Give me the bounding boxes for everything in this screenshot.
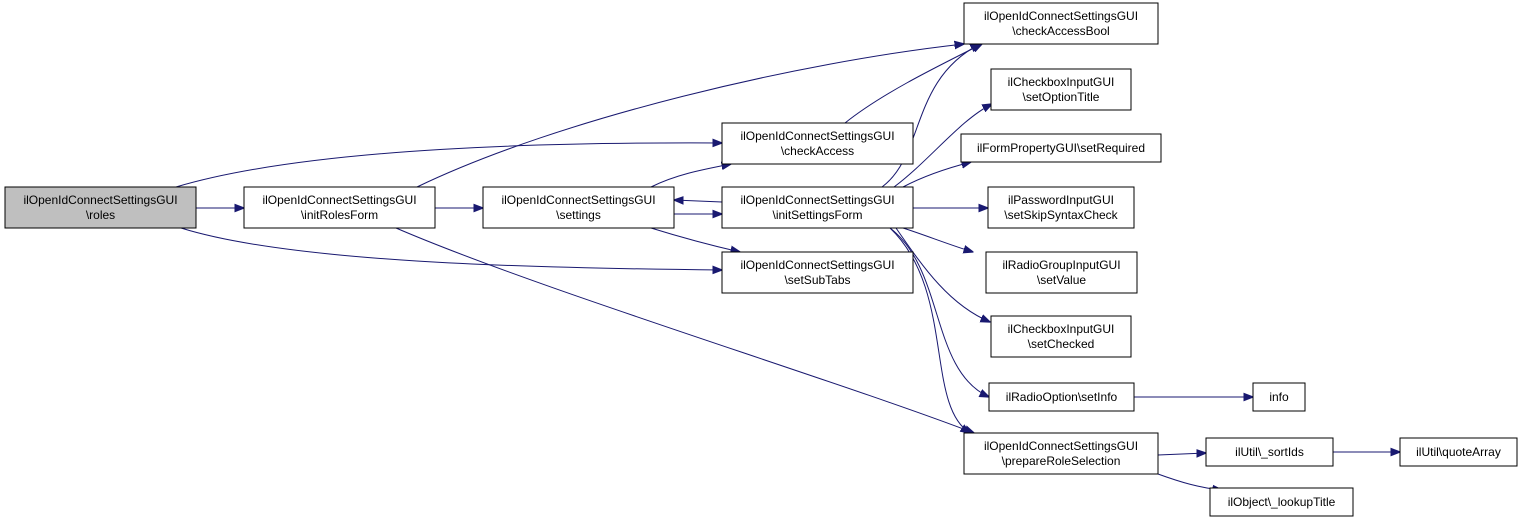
node-setSkipSyntaxCheck[interactable]: ilPasswordInputGUI\setSkipSyntaxCheck [987, 186, 1135, 229]
node-label: ilObject\_lookupTitle [1228, 495, 1336, 509]
node-box [4, 186, 197, 229]
node-label: ilOpenIdConnectSettingsGUI [740, 129, 894, 143]
node-label: \setSubTabs [784, 273, 850, 287]
node-label: ilOpenIdConnectSettingsGUI [501, 193, 655, 207]
node-settings[interactable]: ilOpenIdConnectSettingsGUI\settings [482, 186, 675, 229]
node-label: \setSkipSyntaxCheck [1004, 208, 1118, 222]
node-prepareRoleSelection[interactable]: ilOpenIdConnectSettingsGUI\prepareRoleSe… [963, 432, 1159, 475]
node-label: \prepareRoleSelection [1002, 454, 1121, 468]
node-setOptionTitle[interactable]: ilCheckboxInputGUI\setOptionTitle [990, 68, 1132, 111]
node-lookupTitle[interactable]: ilObject\_lookupTitle [1209, 487, 1354, 517]
edge-settings-to-checkAccess [650, 164, 731, 188]
node-setChecked[interactable]: ilCheckboxInputGUI\setChecked [990, 315, 1132, 358]
node-label: \roles [86, 208, 115, 222]
node-label: \settings [556, 208, 601, 222]
node-label: info [1269, 390, 1289, 404]
node-quoteArray[interactable]: ilUtil\quoteArray [1399, 437, 1518, 467]
node-label: ilOpenIdConnectSettingsGUI [262, 193, 416, 207]
edge-roles-to-checkAccess [175, 143, 722, 188]
node-box [985, 251, 1138, 294]
node-label: ilOpenIdConnectSettingsGUI [23, 193, 177, 207]
node-checkAccess[interactable]: ilOpenIdConnectSettingsGUI\checkAccess [721, 122, 914, 165]
node-label: ilCheckboxInputGUI [1008, 75, 1115, 89]
node-initSettingsForm[interactable]: ilOpenIdConnectSettingsGUI\initSettingsF… [721, 186, 914, 229]
node-box [1399, 437, 1518, 467]
node-label: ilRadioOption\setInfo [1006, 390, 1118, 404]
node-box [988, 382, 1135, 412]
edge-prepareRoleSelection-to-sortIds [1157, 453, 1206, 455]
node-box [990, 315, 1132, 358]
edge-initRolesForm-to-checkAccessBool [416, 44, 964, 188]
node-label: ilUtil\quoteArray [1416, 445, 1501, 459]
node-label: ilUtil\_sortIds [1235, 445, 1304, 459]
edge-initSettingsForm-to-setOptionTitle [893, 104, 992, 188]
node-box [721, 122, 914, 165]
node-setSubTabs[interactable]: ilOpenIdConnectSettingsGUI\setSubTabs [721, 251, 914, 294]
node-box [990, 68, 1132, 111]
node-box [243, 186, 436, 229]
node-label: ilOpenIdConnectSettingsGUI [740, 193, 894, 207]
node-box [721, 186, 914, 229]
edge-roles-to-setSubTabs [180, 227, 722, 270]
node-sortIds[interactable]: ilUtil\_sortIds [1205, 437, 1334, 467]
node-label: ilOpenIdConnectSettingsGUI [984, 439, 1138, 453]
node-setRequired[interactable]: ilFormPropertyGUI\setRequired [960, 133, 1162, 163]
nodes-layer: ilOpenIdConnectSettingsGUI\rolesilOpenId… [4, 2, 1518, 517]
node-label: \setOptionTitle [1023, 90, 1100, 104]
node-checkAccessBool[interactable]: ilOpenIdConnectSettingsGUI\checkAccessBo… [963, 2, 1159, 45]
node-setInfo[interactable]: ilRadioOption\setInfo [988, 382, 1135, 412]
node-label: ilOpenIdConnectSettingsGUI [984, 9, 1138, 23]
node-label: \initSettingsForm [772, 208, 862, 222]
node-label: ilRadioGroupInputGUI [1002, 258, 1120, 272]
edge-checkAccess-to-checkAccessBool [844, 44, 982, 124]
node-box [960, 133, 1162, 163]
node-label: \checkAccessBool [1012, 24, 1109, 38]
node-label: ilPasswordInputGUI [1008, 193, 1114, 207]
node-box [963, 2, 1159, 45]
node-initRolesForm[interactable]: ilOpenIdConnectSettingsGUI\initRolesForm [243, 186, 436, 229]
node-roles[interactable]: ilOpenIdConnectSettingsGUI\roles [4, 186, 197, 229]
edge-initSettingsForm-to-setChecked [895, 227, 990, 322]
edge-initRolesForm-to-prepareRoleSelection [395, 227, 974, 433]
node-box [482, 186, 675, 229]
node-box [721, 251, 914, 294]
node-label: ilCheckboxInputGUI [1008, 322, 1115, 336]
node-label: \setChecked [1028, 337, 1095, 351]
edge-initSettingsForm-to-setValue [902, 227, 973, 252]
node-label: \checkAccess [781, 144, 854, 158]
edges-layer [175, 44, 1400, 490]
edge-initSettingsForm-to-checkAccessBool [881, 44, 980, 188]
node-label: ilOpenIdConnectSettingsGUI [740, 258, 894, 272]
edge-settings-to-setSubTabs [650, 227, 740, 252]
node-label: ilFormPropertyGUI\setRequired [977, 141, 1145, 155]
edge-initSettingsForm-to-setInfo [889, 227, 989, 397]
edge-initSettingsForm-to-setRequired [902, 162, 971, 188]
node-label: \initRolesForm [301, 208, 378, 222]
node-box [963, 432, 1159, 475]
node-label: \setValue [1037, 273, 1086, 287]
edge-initSettingsForm-to-settings [674, 200, 723, 202]
node-info[interactable]: info [1252, 382, 1306, 412]
node-box [1209, 487, 1354, 517]
node-box [987, 186, 1135, 229]
node-box [1205, 437, 1334, 467]
node-setValue[interactable]: ilRadioGroupInputGUI\setValue [985, 251, 1138, 294]
node-box [1252, 382, 1306, 412]
